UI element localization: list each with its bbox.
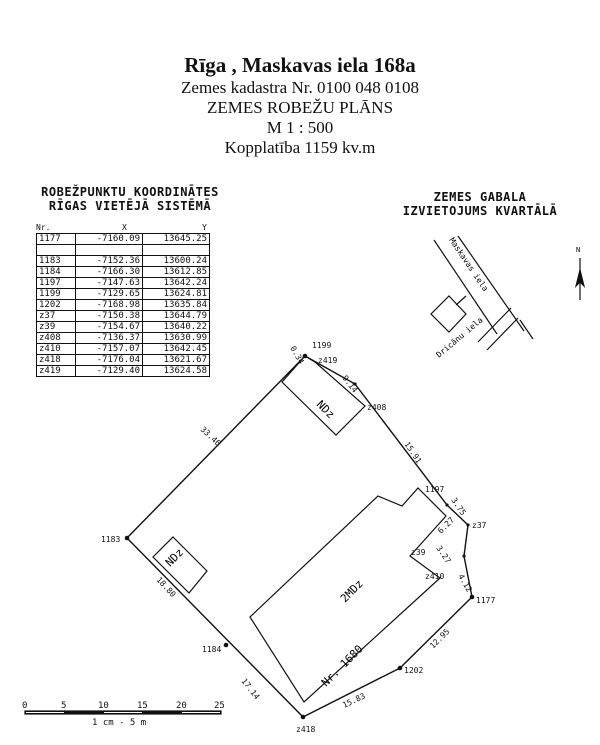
total-area: Kopplatība 1159 kv.m <box>224 138 376 157</box>
coords-table-header: Nr. X Y <box>36 223 211 233</box>
ndz-building-left <box>152 536 208 594</box>
boundary-points <box>124 353 475 720</box>
parcel-boundary <box>126 355 473 718</box>
main-building <box>249 487 447 703</box>
point-marker <box>300 714 306 720</box>
ndz-label-left: NDz <box>163 546 186 569</box>
inset-heading-line2: IZVIETOJUMS KVARTĀLĀ <box>402 204 558 218</box>
inset-street-edge <box>433 239 498 335</box>
dim-4-12: 4.12 <box>456 573 474 594</box>
point-label-z410: z410 <box>425 572 444 581</box>
inset-street-edge <box>519 319 534 340</box>
scale-tick-0: 0 <box>22 701 27 711</box>
point-label-z419: z419 <box>318 356 337 365</box>
dim-9-14: 9.14 <box>340 374 359 395</box>
point-label-z39: z39 <box>411 548 426 557</box>
point-marker <box>397 665 403 671</box>
point-marker <box>302 353 308 359</box>
point-label-1184: 1184 <box>202 645 221 654</box>
scale-tick-15: 15 <box>137 701 148 711</box>
dim-15-83: 15.83 <box>341 691 367 709</box>
point-label-z408: z408 <box>367 403 386 412</box>
point-marker <box>466 523 470 527</box>
point-nr-cell: z419 <box>36 365 76 377</box>
inset-heading: ZEMES GABALA IZVIETOJUMS KVARTĀLĀ <box>385 190 575 218</box>
dim-6-27: 6.27 <box>436 515 456 535</box>
scale-tick-25: 25 <box>214 701 225 711</box>
scale-tick-20: 20 <box>176 701 187 711</box>
north-arrow-icon <box>574 258 586 300</box>
inset-street-edge <box>477 307 512 343</box>
cadastre-number: Zemes kadastra Nr. 0100 048 0108 <box>181 78 419 97</box>
dim-3-75: 3.75 <box>449 496 467 517</box>
dim-15-91: 15.91 <box>402 440 423 465</box>
point-marker <box>462 554 466 558</box>
point-label-1199: 1199 <box>312 341 331 350</box>
ndz-building-top <box>281 355 366 436</box>
coords-heading: ROBEŽPUNKTU KOORDINĀTES RĪGAS VIETĒJĀ SI… <box>5 185 255 213</box>
plan-scale: M 1 : 500 <box>266 118 334 137</box>
point-marker <box>353 382 357 386</box>
point-marker <box>445 503 449 507</box>
scale-tick-10: 10 <box>98 701 109 711</box>
dim-12-95: 12.95 <box>428 627 452 651</box>
dim-17-14: 17.14 <box>239 677 261 702</box>
point-label-1177: 1177 <box>476 596 495 605</box>
inset-parcel <box>430 295 467 333</box>
table-row <box>36 244 210 256</box>
col-x-header: X <box>122 223 127 232</box>
point-marker <box>469 594 475 600</box>
coords-heading-line1: ROBEŽPUNKTU KOORDINĀTES <box>41 185 219 199</box>
building-label-nr: Nr. 1680 <box>319 642 366 689</box>
point-label-1197: 1197 <box>425 485 444 494</box>
point-label-z37: z37 <box>472 521 487 530</box>
coords-heading-line2: RĪGAS VIETĒJĀ SISTĒMĀ <box>48 199 212 213</box>
dim-33-46: 33.46 <box>199 425 223 448</box>
address-title: Rīga , Maskavas iela 168a <box>184 53 416 77</box>
dim-0-34: 0.34 <box>288 345 306 366</box>
inset-street-label-dricanu: Dricānu iela <box>435 315 485 359</box>
point-marker <box>223 642 229 648</box>
dim-3-27: 3.27 <box>434 544 452 565</box>
inset-parcel-edge <box>455 295 467 306</box>
point-label-1202: 1202 <box>404 666 423 675</box>
inset-street-edge <box>457 235 525 332</box>
scale-caption: 1 cm - 5 m <box>92 718 146 728</box>
north-label: N <box>576 246 580 254</box>
point-label-z418: z418 <box>296 725 315 734</box>
inset-map <box>430 235 534 351</box>
inset-heading-line1: ZEMES GABALA <box>433 190 527 204</box>
ndz-label-top: NDz <box>314 398 337 421</box>
col-nr-header: Nr. <box>36 223 51 232</box>
point-label-1183: 1183 <box>101 535 120 544</box>
y-coord-cell: 13624.58 <box>142 365 210 377</box>
title-block: Rīga , Maskavas iela 168a Zemes kadastra… <box>0 52 600 158</box>
x-coord-cell: -7129.40 <box>75 365 143 377</box>
scale-bar <box>24 710 222 715</box>
inset-street-label-maskavas: Maskavas iela <box>447 236 490 293</box>
building-label-2mdz: 2MDz <box>338 577 366 605</box>
inset-street-edge <box>486 317 519 351</box>
point-marker <box>124 535 130 541</box>
scale-tick-5: 5 <box>61 701 66 711</box>
col-y-header: Y <box>202 223 207 232</box>
plan-title: ZEMES ROBEŽU PLĀNS <box>206 98 394 117</box>
